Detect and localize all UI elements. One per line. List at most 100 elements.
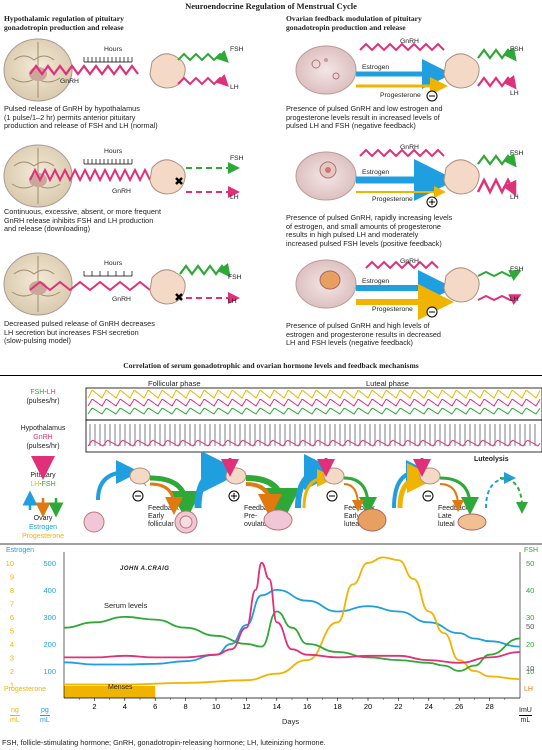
progesterone-tick-label: 9 — [10, 572, 14, 581]
caption-line: Presence of pulsed GnRH and low estrogen… — [286, 104, 443, 113]
gnrh-label-1: GnRH — [60, 78, 79, 85]
progesterone-tick-label: 7 — [10, 599, 14, 608]
x-tick-label: 22 — [394, 702, 402, 711]
hypothalamus-text: Hypothalamus — [20, 425, 66, 432]
r-lh-label-1: LH — [510, 90, 519, 97]
x-tick-label: 20 — [364, 702, 372, 711]
unit-top: ng — [10, 707, 20, 716]
figure-title: Neuroendocrine Regulation of Menstrual C… — [185, 1, 357, 11]
left-caption-2: Continuous, excessive, absent, or more f… — [4, 207, 161, 234]
caption-line: pulsed LH and FSH (negative feedback) — [286, 121, 416, 131]
menses-label: Menses — [108, 684, 133, 691]
ovary-text: Ovary — [33, 515, 53, 522]
gnrh-pulse-label: Hypothalamus GnRH (pulses/hr) — [2, 424, 84, 451]
caption-line: increased pulsed FSH levels (positive fe… — [286, 238, 442, 248]
footnote: FSH, follicle-stimulating hormone; GnRH,… — [2, 738, 326, 747]
ovary-estrogen-text: Estrogen — [28, 524, 58, 531]
progesterone-unit: ng mL — [10, 706, 20, 725]
lh-text: LH — [46, 389, 56, 396]
divider — [0, 375, 542, 376]
series-lh-line — [64, 561, 521, 664]
fsh-label-1: FSH — [230, 46, 244, 53]
pituitary-label: Pituitary LH-FSH — [30, 472, 56, 488]
lh-label-1: LH — [230, 84, 239, 91]
r-estrogen-label-1: Estrogen — [362, 64, 390, 71]
right-caption-2: Presence of pulsed GnRH, rapidly increas… — [286, 213, 452, 248]
serum-levels-annotation: Serum levels — [104, 601, 148, 610]
pit-lh-text: LH — [30, 481, 40, 488]
estrogen-tick-label: 500 — [43, 559, 56, 568]
r-progesterone-label-1: Progesterone — [380, 92, 421, 99]
r-gnrh-label-3: GnRH — [400, 258, 419, 265]
right-title-line2: gonadotropin production and release — [286, 23, 406, 32]
left-caption-3: Decreased pulsed release of GnRH decreas… — [4, 319, 155, 346]
caption-line: Decreased pulsed release of GnRH decreas… — [4, 319, 155, 328]
right-caption-3: Presence of pulsed GnRH and high levels … — [286, 321, 441, 348]
fb-line: follicular — [148, 521, 174, 528]
fsh-tick-label: 20 — [526, 640, 534, 649]
estrogen-axis-title: Estrogen — [6, 547, 35, 554]
fsh-lh-pulse-label: FSH-LH (pulses/hr) — [2, 388, 84, 406]
progesterone-tick-label: 4 — [10, 640, 14, 649]
gnrh-pulse-line — [87, 439, 541, 447]
caption-line: results in high pulsed LH and moderately — [286, 230, 419, 240]
caption-line: (1 pulse/1–2 hr) permits anterior pituit… — [4, 112, 136, 122]
caption-line: Presence of pulsed GnRH and high levels … — [286, 321, 430, 330]
lh-tick-label: 10 — [526, 664, 534, 673]
caption-line: estrogen and progesterone results in dec… — [286, 329, 441, 339]
fsh-tick-label: 30 — [526, 613, 534, 622]
feedback-stage-1 — [83, 460, 201, 534]
ovary-label: Ovary Estrogen Progesterone — [2, 514, 84, 541]
fsh-axis-title: FSH — [524, 547, 538, 554]
fb-line: Early — [148, 513, 164, 520]
fb-line: Early — [344, 513, 360, 520]
caption-line: GnRH release inhibits FSH and LH product… — [4, 215, 154, 225]
estrogen-tick-label: 300 — [43, 613, 56, 622]
unit-bottom: mL — [10, 717, 20, 724]
progesterone-axis-title: Progesterone — [4, 686, 47, 693]
ovary-row1 — [295, 45, 357, 95]
left-title-line2: gonadotropin production and release — [4, 23, 124, 32]
luteolysis-label: Luteolysis — [474, 456, 509, 463]
progesterone-tick-label: 3 — [10, 653, 14, 662]
estrogen-unit: pg mL — [40, 706, 50, 725]
r-fsh-label-3: FSH — [510, 266, 524, 273]
x-tick-label: 26 — [455, 702, 463, 711]
progesterone-tick-label: 6 — [10, 613, 14, 622]
r-lh-label-3: LH — [510, 296, 519, 303]
fsh-text: FSH — [30, 389, 45, 396]
lh-tick-label: 50 — [526, 622, 534, 631]
series-fsh-line — [63, 610, 521, 672]
x-tick-label: 2 — [92, 702, 96, 711]
series-progesterone-line — [64, 556, 521, 686]
lh-label-2: LH — [230, 194, 239, 201]
x-tick-label: 14 — [273, 702, 281, 711]
unit-top: pg — [40, 707, 50, 716]
r-gnrh-label-1: GnRH — [400, 38, 419, 45]
lh-fsh-unit: ImU mL — [519, 706, 532, 725]
left-title-line1: Hypothalamic regulation of pituitary — [4, 14, 124, 23]
hours-label-2: Hours — [104, 148, 123, 155]
pituitary-text: Pituitary — [30, 472, 56, 479]
x-tick-label: 16 — [303, 702, 311, 711]
r-estrogen-label-2: Estrogen — [362, 169, 390, 176]
caption-line: production and release of FSH and LH (no… — [4, 121, 158, 131]
x-tick-label: 8 — [184, 702, 188, 711]
progesterone-tick-label: 5 — [10, 626, 14, 635]
ovary-row3 — [295, 259, 357, 309]
x-tick-label: 4 — [123, 702, 127, 711]
pulse-lh-line — [87, 389, 541, 399]
luteal-phase-label: Luteal phase — [366, 379, 409, 388]
upper-diagrams — [3, 38, 522, 320]
pit-fsh-text: FSH — [41, 481, 56, 488]
fb-line: Feedback — [344, 505, 375, 512]
pulses-hr-text: (pulses/hr) — [26, 398, 60, 405]
x-tick-label: 24 — [425, 702, 433, 711]
x-tick-label: 28 — [485, 702, 493, 711]
estrogen-tick-label: 400 — [43, 586, 56, 595]
caption-line: LH and FSH levels (negative feedback) — [286, 338, 413, 348]
estrogen-tick-label: 100 — [43, 667, 56, 676]
hours-label-3: Hours — [104, 260, 123, 267]
